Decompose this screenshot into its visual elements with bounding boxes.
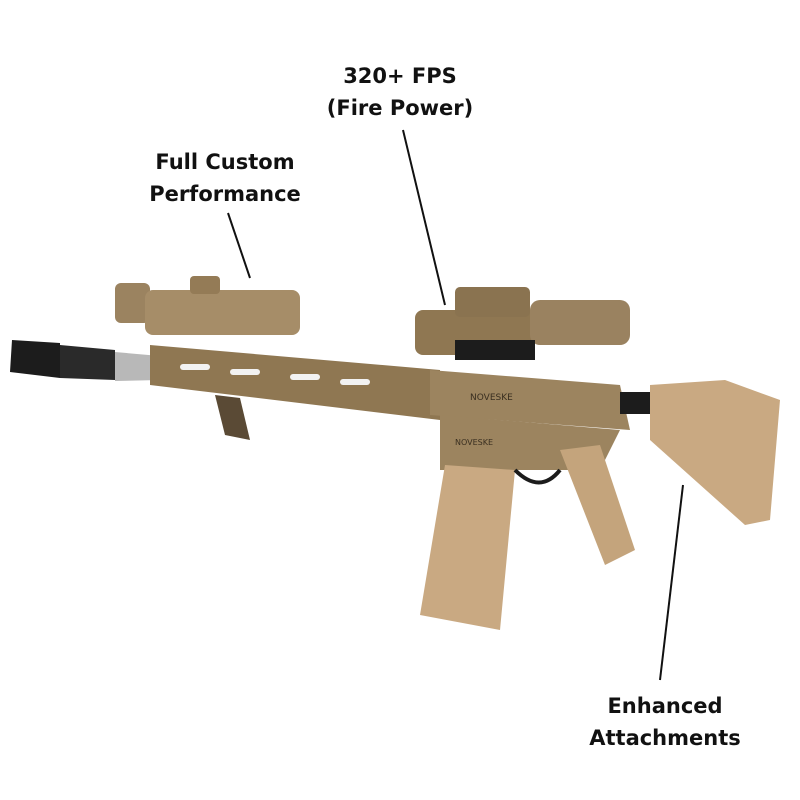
callout-attachments-line2: Attachments	[589, 726, 741, 750]
handguard-slots	[180, 364, 370, 385]
trigger-guard	[513, 468, 562, 485]
callout-fps-line2: (Fire Power)	[326, 96, 474, 120]
handguard	[150, 345, 440, 420]
weapon-light	[115, 276, 300, 335]
pistol-grip	[560, 445, 635, 565]
callout-performance-line2: Performance	[149, 182, 301, 206]
barrel	[115, 352, 160, 381]
callout-line-fps	[402, 129, 446, 306]
magazine	[420, 465, 515, 630]
callout-line-performance	[227, 212, 251, 279]
callout-performance-line1: Full Custom	[155, 150, 295, 174]
hand-stop	[215, 395, 250, 440]
callout-fps-line1: 320+ FPS	[343, 64, 457, 88]
rail-engraving: NOVESKE	[470, 393, 513, 403]
receiver-engraving: NOVESKE	[455, 438, 493, 447]
upper-receiver	[430, 370, 630, 430]
flash-hider	[10, 340, 115, 380]
callout-line-attachments	[659, 484, 684, 681]
callout-fps: 320+ FPS (Fire Power)	[310, 60, 490, 124]
callout-attachments-line1: Enhanced	[607, 694, 723, 718]
stock	[650, 380, 780, 525]
callout-performance: Full Custom Performance	[135, 146, 315, 210]
holographic-sight	[415, 287, 630, 360]
callout-attachments: Enhanced Attachments	[575, 690, 755, 754]
